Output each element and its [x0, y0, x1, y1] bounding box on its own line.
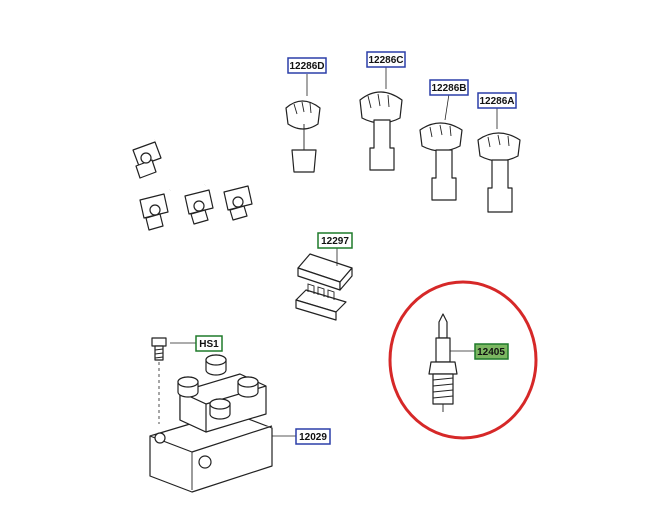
callout-12286c-label: 12286C: [368, 55, 403, 66]
ignition-wires: [153, 106, 491, 191]
callout-12286b-label: 12286B: [431, 83, 466, 94]
plug-boot-b: [419, 122, 463, 201]
wire-separator-clip: [295, 253, 353, 321]
plug-boot-a: [477, 132, 521, 213]
ignition-wire-set: [132, 91, 521, 231]
plug-boot-d: [285, 100, 321, 173]
coil-mounting-bolt: [151, 337, 167, 424]
callout-12286c[interactable]: 12286C: [366, 51, 406, 68]
callout-12286b[interactable]: 12286B: [429, 79, 469, 96]
coil-terminal-2: [139, 193, 169, 231]
callout-12029-label: 12029: [299, 432, 327, 443]
callout-12297-label: 12297: [321, 236, 349, 247]
coil-terminal-4: [223, 185, 253, 221]
spark-plug: [428, 313, 458, 412]
highlight-circle: [388, 280, 538, 440]
callout-12029[interactable]: 12029: [295, 428, 331, 445]
callout-12286d-label: 12286D: [289, 61, 324, 72]
coil-terminal-1: [132, 141, 162, 179]
callout-12286d[interactable]: 12286D: [287, 57, 327, 74]
callout-12405-label: 12405: [477, 347, 505, 358]
callout-12286a-label: 12286A: [479, 96, 514, 107]
coil-terminal-3: [184, 189, 214, 225]
leader-lines: [170, 67, 498, 437]
callout-hs1-label: HS1: [199, 339, 219, 350]
ignition-coil: [149, 354, 273, 493]
callout-12286a[interactable]: 12286A: [477, 92, 517, 109]
plug-boot-c: [359, 91, 403, 171]
callout-12405[interactable]: 12405: [474, 343, 509, 360]
callout-hs1[interactable]: HS1: [195, 335, 223, 352]
callout-12297[interactable]: 12297: [317, 232, 353, 249]
